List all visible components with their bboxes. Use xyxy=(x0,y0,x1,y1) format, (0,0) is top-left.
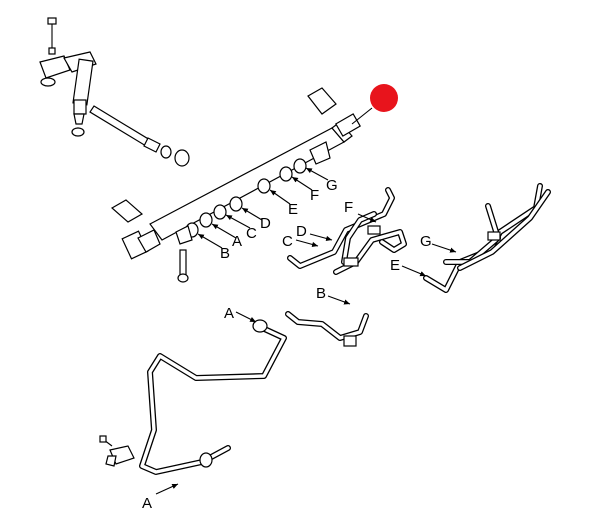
injection-line-b xyxy=(285,311,369,347)
common-rail xyxy=(110,87,361,283)
line-clamp-bracket xyxy=(99,435,135,467)
rail-label-b: B xyxy=(220,245,230,262)
rail-label-g: G xyxy=(326,177,338,194)
highlight-marker xyxy=(370,84,398,112)
injection-line-a xyxy=(139,319,287,475)
rail-outlet-fittings xyxy=(175,141,331,245)
rail-label-d: D xyxy=(260,215,271,232)
rail-label-e: E xyxy=(288,201,298,218)
line-label-a-bottom: A xyxy=(142,495,152,512)
rail-label-a: A xyxy=(232,233,242,250)
harness-label-g: G xyxy=(420,233,432,250)
injection-lines-eg xyxy=(423,183,551,293)
rail-callouts: B A C D E F G xyxy=(197,167,338,262)
line-label-b: B xyxy=(316,285,326,302)
injector-assembly xyxy=(39,17,190,167)
harness-label-e: E xyxy=(390,257,400,274)
rail-label-c: C xyxy=(246,225,257,242)
harness-label-f: F xyxy=(344,199,353,216)
harness-label-c: C xyxy=(282,233,293,250)
line-label-a-top: A xyxy=(224,305,234,322)
harness-label-d: D xyxy=(296,223,307,240)
injection-lines-cdf xyxy=(287,187,407,275)
rail-label-f: F xyxy=(310,187,319,204)
